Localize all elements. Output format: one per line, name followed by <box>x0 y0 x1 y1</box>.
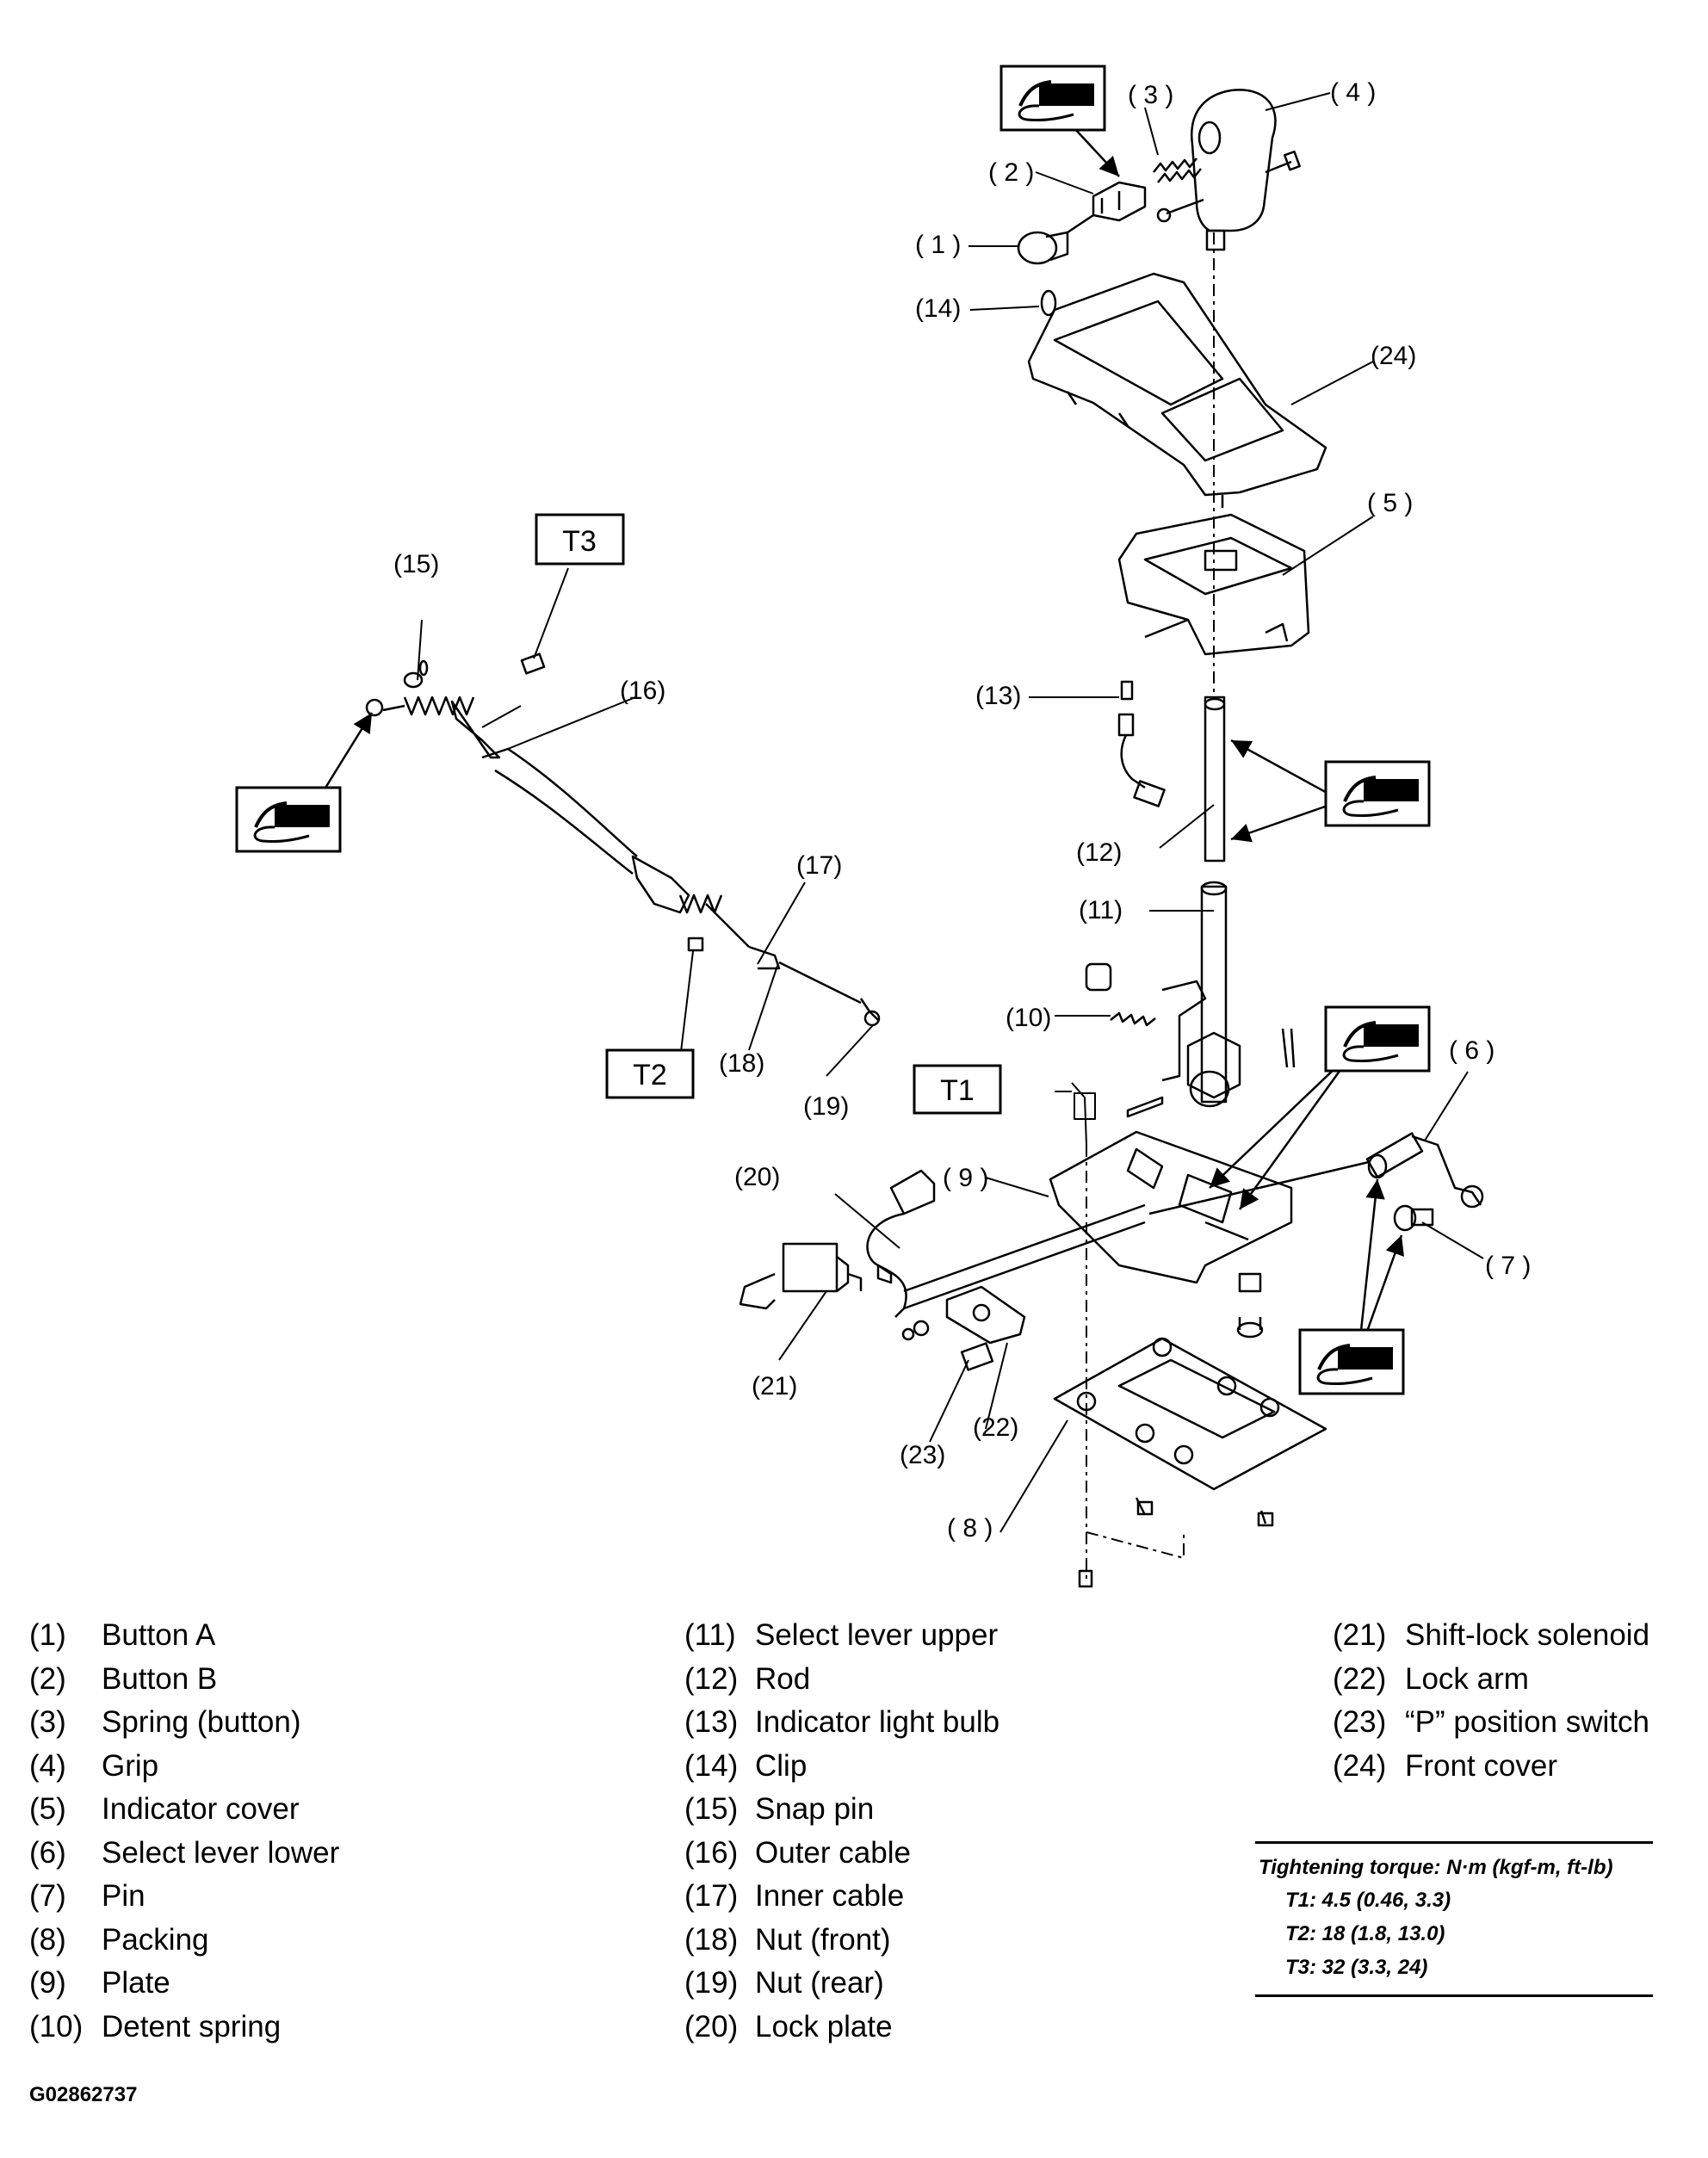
callout-9: ( 9 ) <box>943 1164 988 1192</box>
spring-button-part <box>1153 158 1202 183</box>
grease-icon <box>1298 1328 1405 1395</box>
callout-17: (17) <box>796 851 842 880</box>
callout-7: ( 7 ) <box>1485 1252 1531 1280</box>
callout-3: ( 3 ) <box>1128 81 1173 109</box>
grease-arrows <box>321 115 1405 1339</box>
select-lever-lower-part <box>1148 1132 1484 1215</box>
torque-tag-t3: T3 <box>535 513 625 566</box>
plate-part <box>894 1130 1293 1339</box>
exploded-parts-diagram: T3 T2 T1 ( 1 ) ( 2 ) ( 3 ) ( 4 ) ( 5 ) (… <box>235 65 1531 1588</box>
svg-text:T3: T3 <box>562 525 597 558</box>
callout-20: (20) <box>734 1163 780 1191</box>
indicator-bulb-part <box>1117 680 1166 807</box>
callout-24: (24) <box>1371 342 1416 370</box>
callout-2: ( 2 ) <box>988 158 1034 187</box>
grease-icon <box>1324 1005 1431 1073</box>
p-position-switch-part <box>901 1320 994 1371</box>
button-b-part <box>1067 181 1147 234</box>
callout-22: (22) <box>973 1413 1018 1442</box>
grip-part <box>1156 89 1301 251</box>
grease-icon <box>1324 760 1431 827</box>
svg-text:T1: T1 <box>940 1074 975 1107</box>
callout-18: (18) <box>719 1049 764 1078</box>
callout-10: (10) <box>1006 1004 1051 1032</box>
detent-spring-part <box>1085 962 1296 1118</box>
cable-assembly <box>365 652 881 1027</box>
torque-heading: Tightening torque: N·m (kgf-m, ft-lb) <box>1259 1856 1613 1879</box>
figure-id: G02862737 <box>29 2083 138 2106</box>
torque-row: T2: 18 (1.8, 13.0) <box>1285 1922 1445 1945</box>
torque-row: T3: 32 (3.3, 24) <box>1285 1956 1428 1979</box>
shift-lock-solenoid-part <box>739 1242 863 1310</box>
indicator-cover-part <box>1117 513 1310 656</box>
front-cover-part <box>1027 272 1327 508</box>
lock-arm-part <box>945 1285 1026 1345</box>
callout-14: (14) <box>915 294 961 323</box>
callout-15: (15) <box>393 550 439 578</box>
callout-21: (21) <box>752 1372 797 1401</box>
callout-labels: ( 1 ) ( 2 ) ( 3 ) ( 4 ) ( 5 ) ( 6 ) ( 7 … <box>393 78 1531 1543</box>
callout-8: ( 8 ) <box>947 1514 993 1543</box>
callout-11: (11) <box>1079 896 1123 924</box>
leader-lines <box>417 92 1484 1584</box>
tightening-torque-table: Tightening torque: N·m (kgf-m, ft-lb) T1… <box>1255 1841 1653 1997</box>
pin-part <box>1393 1204 1434 1232</box>
rod-part <box>1204 696 1226 863</box>
callout-19: (19) <box>803 1092 849 1121</box>
button-a-part <box>1017 231 1069 265</box>
torque-tag-t1: T1 <box>913 1064 1002 1115</box>
clip-part <box>1040 289 1057 317</box>
callout-23: (23) <box>900 1441 945 1469</box>
grease-icon <box>999 65 1106 132</box>
torque-row: T1: 4.5 (0.46, 3.3) <box>1285 1889 1451 1912</box>
callout-16: (16) <box>620 677 665 705</box>
callout-6: ( 6 ) <box>1449 1036 1494 1065</box>
callout-12: (12) <box>1076 838 1122 867</box>
torque-tag-t2: T2 <box>605 1048 695 1099</box>
lock-plate-part <box>866 1169 936 1309</box>
svg-text:T2: T2 <box>633 1059 667 1091</box>
callout-4: ( 4 ) <box>1330 78 1376 107</box>
callout-5: ( 5 ) <box>1367 489 1413 517</box>
grease-icon <box>235 786 342 853</box>
packing-part <box>1053 1337 1327 1588</box>
select-lever-upper-part <box>1161 881 1241 1108</box>
torque-tag-leaders <box>533 567 1096 1146</box>
callout-1: ( 1 ) <box>915 231 961 259</box>
callout-13: (13) <box>975 682 1021 710</box>
